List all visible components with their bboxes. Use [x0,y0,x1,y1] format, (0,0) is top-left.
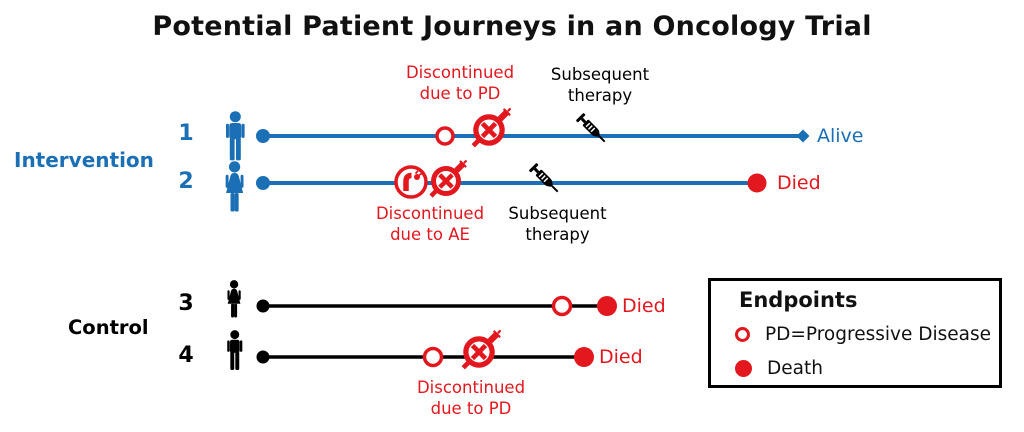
annotation-discontinued-pd-row4: Discontinued due to PD [416,378,526,418]
filled-red-circle-icon [735,360,752,377]
adverse-event-icon [394,165,428,199]
alive-diamond-marker [796,129,810,143]
annotation-subsequent-therapy-row2: Subsequent therapy [508,204,607,244]
start-marker [256,176,270,190]
death-marker [597,296,617,316]
row-number-4: 4 [178,343,194,368]
annotation-discontinued-pd-row1: Discontinued due to PD [405,63,515,103]
journey-row-1 [225,105,810,161]
man-icon [227,330,243,371]
open-red-circle-icon [735,327,750,342]
row-number-2: 2 [178,169,194,194]
legend-title: Endpoints [739,288,858,312]
annotation-discontinued-ae-row2: Discontinued due to AE [375,204,485,244]
death-marker [574,347,594,367]
journey-row-4 [227,327,594,370]
group-label-intervention: Intervention [14,148,154,172]
legend-endpoints: Endpoints PD=Progressive Disease Death [708,278,1002,388]
journey-row-3 [227,280,617,318]
outcome-label-alive-1: Alive [817,125,864,147]
legend-item-label: Death [767,358,823,379]
legend-item-pd: PD=Progressive Disease [735,324,993,345]
row-number-1: 1 [178,121,194,146]
start-marker [256,350,270,364]
woman-icon [225,161,244,212]
legend-item-label: PD=Progressive Disease [765,324,991,345]
outcome-label-died-3: Died [622,295,666,317]
no-drug-icon [473,105,514,146]
start-marker [256,299,270,313]
woman-icon [227,280,241,318]
outcome-label-died-2: Died [777,172,821,194]
annotation-subsequent-therapy-row1: Subsequent therapy [550,65,650,105]
pd-marker [435,126,455,146]
no-drug-icon [463,327,504,368]
pd-marker [551,295,573,317]
legend-item-death: Death [735,358,993,379]
group-label-control: Control [68,316,149,339]
pd-marker [422,346,444,368]
diagram-title: Potential Patient Journeys in an Oncolog… [152,11,872,42]
outcome-label-died-4: Died [599,346,643,368]
syringe-icon [575,112,609,146]
syringe-icon [528,162,562,196]
man-icon [225,111,245,161]
row-number-3: 3 [178,291,194,316]
start-marker [256,129,270,143]
no-drug-icon [431,157,470,196]
journey-row-2 [225,157,767,212]
death-marker [747,173,767,193]
